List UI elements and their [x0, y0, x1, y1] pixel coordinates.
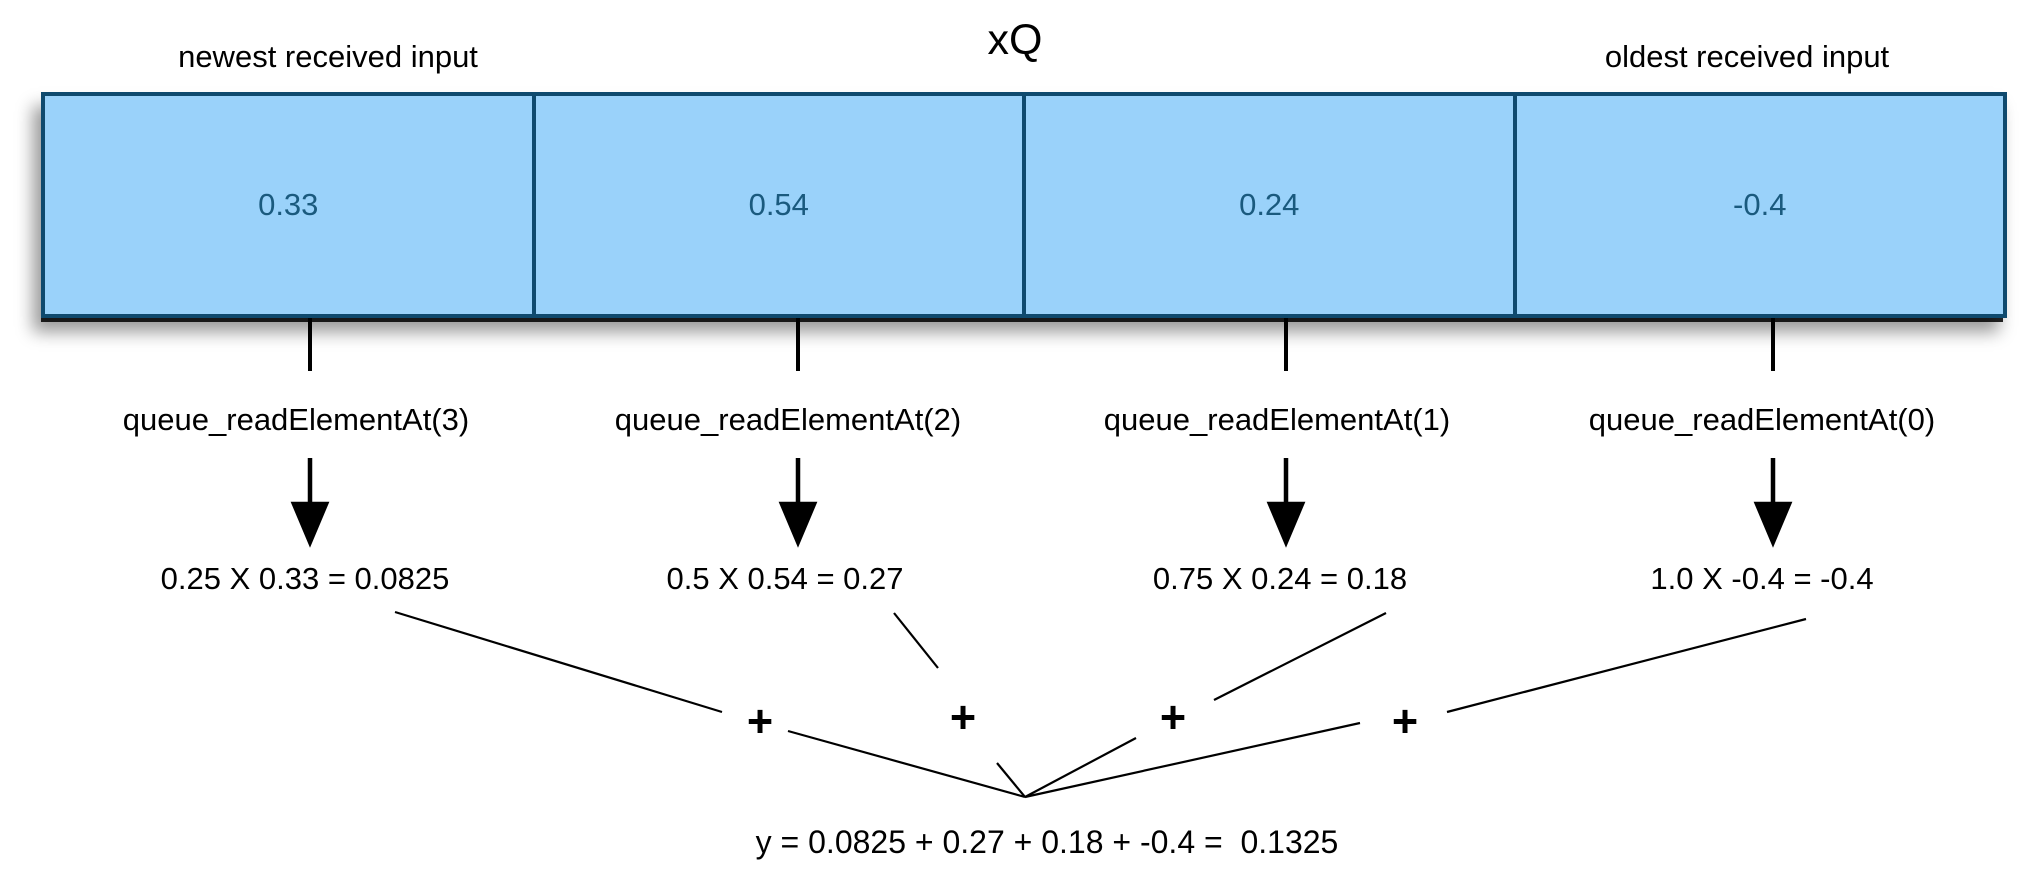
queue-name-title: xQ [987, 16, 1043, 64]
product-label-3: 0.25 X 0.33 = 0.0825 [160, 561, 450, 596]
arrow-head [290, 501, 330, 548]
sum-equation: y = 0.0825 + 0.27 + 0.18 + -0.4 = 0.1325 [755, 824, 1339, 860]
sum-line-segment [787, 729, 1026, 799]
arrow-head [778, 501, 818, 548]
plus-operator: + [746, 695, 774, 747]
queue-cell-2: 0.54 [536, 96, 1026, 314]
plus-operator: + [949, 691, 977, 743]
read-call-label-1: queue_readElementAt(1) [1103, 402, 1451, 437]
sum-line-segment [1024, 721, 1361, 799]
read-call-label-2: queue_readElementAt(2) [614, 402, 962, 437]
queue-cell-value: 0.33 [258, 187, 319, 222]
product-label-1: 0.75 X 0.24 = 0.18 [1152, 561, 1408, 596]
queue-cell-value: -0.4 [1733, 187, 1787, 222]
down-arrows [290, 458, 1793, 548]
read-call-label-3: queue_readElementAt(3) [122, 402, 470, 437]
newest-input-label: newest received input [178, 39, 478, 74]
sum-line-segment [996, 762, 1026, 798]
summing-lines [394, 610, 1807, 799]
queue-cell-value: 0.54 [748, 187, 809, 222]
sum-line-segment [893, 612, 939, 669]
queue-cell-1: 0.24 [1026, 96, 1517, 314]
plus-operator: + [1391, 695, 1419, 747]
box-tick-lines [308, 318, 1775, 371]
arrow-head [1753, 501, 1793, 548]
queue-cell-value: 0.24 [1239, 187, 1300, 222]
product-label-0: 1.0 X -0.4 = -0.4 [1650, 561, 1874, 596]
sum-line-segment [394, 610, 723, 714]
arrow-head [1266, 501, 1306, 548]
plus-operator: + [1159, 691, 1187, 743]
oldest-input-label: oldest received input [1604, 39, 1890, 74]
sum-line-segment [1024, 737, 1137, 798]
read-call-label-0: queue_readElementAt(0) [1588, 402, 1936, 437]
sum-line-segment [1446, 617, 1807, 714]
queue-box: 0.33 0.54 0.24 -0.4 [41, 92, 2007, 318]
queue-cell-0: -0.4 [1517, 96, 2004, 314]
product-label-2: 0.5 X 0.54 = 0.27 [666, 561, 904, 596]
queue-cell-3: 0.33 [45, 96, 536, 314]
sum-line-segment [1213, 612, 1387, 701]
